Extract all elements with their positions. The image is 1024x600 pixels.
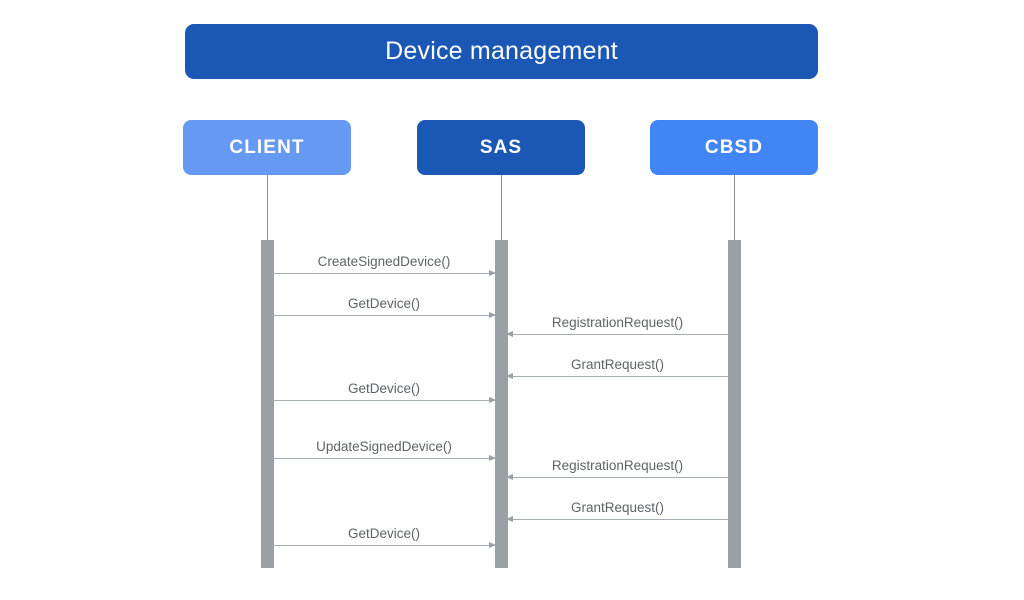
message-label: GrantRequest()	[570, 499, 665, 515]
participant-client-label: CLIENT	[229, 137, 305, 158]
arrow-right-icon	[489, 311, 496, 318]
message-arrow: RegistrationRequest()	[506, 458, 728, 480]
arrow-left-icon	[506, 372, 513, 379]
participant-cbsd-label: CBSD	[704, 137, 764, 158]
message-arrow: GetDevice()	[273, 381, 496, 403]
message-arrow: GrantRequest()	[506, 357, 728, 379]
arrow-left-icon	[506, 515, 513, 522]
message-label: RegistrationRequest()	[551, 457, 684, 473]
message-label: GetDevice()	[347, 295, 420, 311]
arrow-right-icon	[489, 396, 496, 403]
activation-bar-sas	[495, 240, 508, 568]
message-arrow: GetDevice()	[273, 526, 496, 548]
message-label: GetDevice()	[347, 380, 420, 396]
message-label: GetDevice()	[347, 525, 420, 541]
activation-bar-cbsd	[728, 240, 741, 568]
diagram-title-banner: Device management	[185, 24, 818, 79]
participant-sas-label: SAS	[479, 137, 523, 158]
participant-client[interactable]: CLIENT	[183, 120, 351, 175]
participant-sas[interactable]: SAS	[417, 120, 585, 175]
message-label: GrantRequest()	[570, 356, 665, 372]
message-label: RegistrationRequest()	[551, 314, 684, 330]
arrow-left-icon	[506, 473, 513, 480]
message-arrow: RegistrationRequest()	[506, 315, 728, 337]
arrow-right-icon	[489, 541, 496, 548]
message-arrow: CreateSignedDevice()	[273, 254, 496, 276]
arrow-left-icon	[506, 330, 513, 337]
lifeline-cbsd	[734, 175, 735, 240]
arrow-right-icon	[489, 269, 496, 276]
lifeline-client	[267, 175, 268, 240]
message-arrow: GrantRequest()	[506, 500, 728, 522]
message-arrow: GetDevice()	[273, 296, 496, 318]
activation-bar-client	[261, 240, 274, 568]
diagram-title: Device management	[385, 37, 618, 65]
arrow-right-icon	[489, 454, 496, 461]
message-label: UpdateSignedDevice()	[316, 438, 452, 454]
lifeline-sas	[501, 175, 502, 240]
message-arrow: UpdateSignedDevice()	[273, 439, 496, 461]
message-label: CreateSignedDevice()	[317, 253, 451, 269]
participant-cbsd[interactable]: CBSD	[650, 120, 818, 175]
